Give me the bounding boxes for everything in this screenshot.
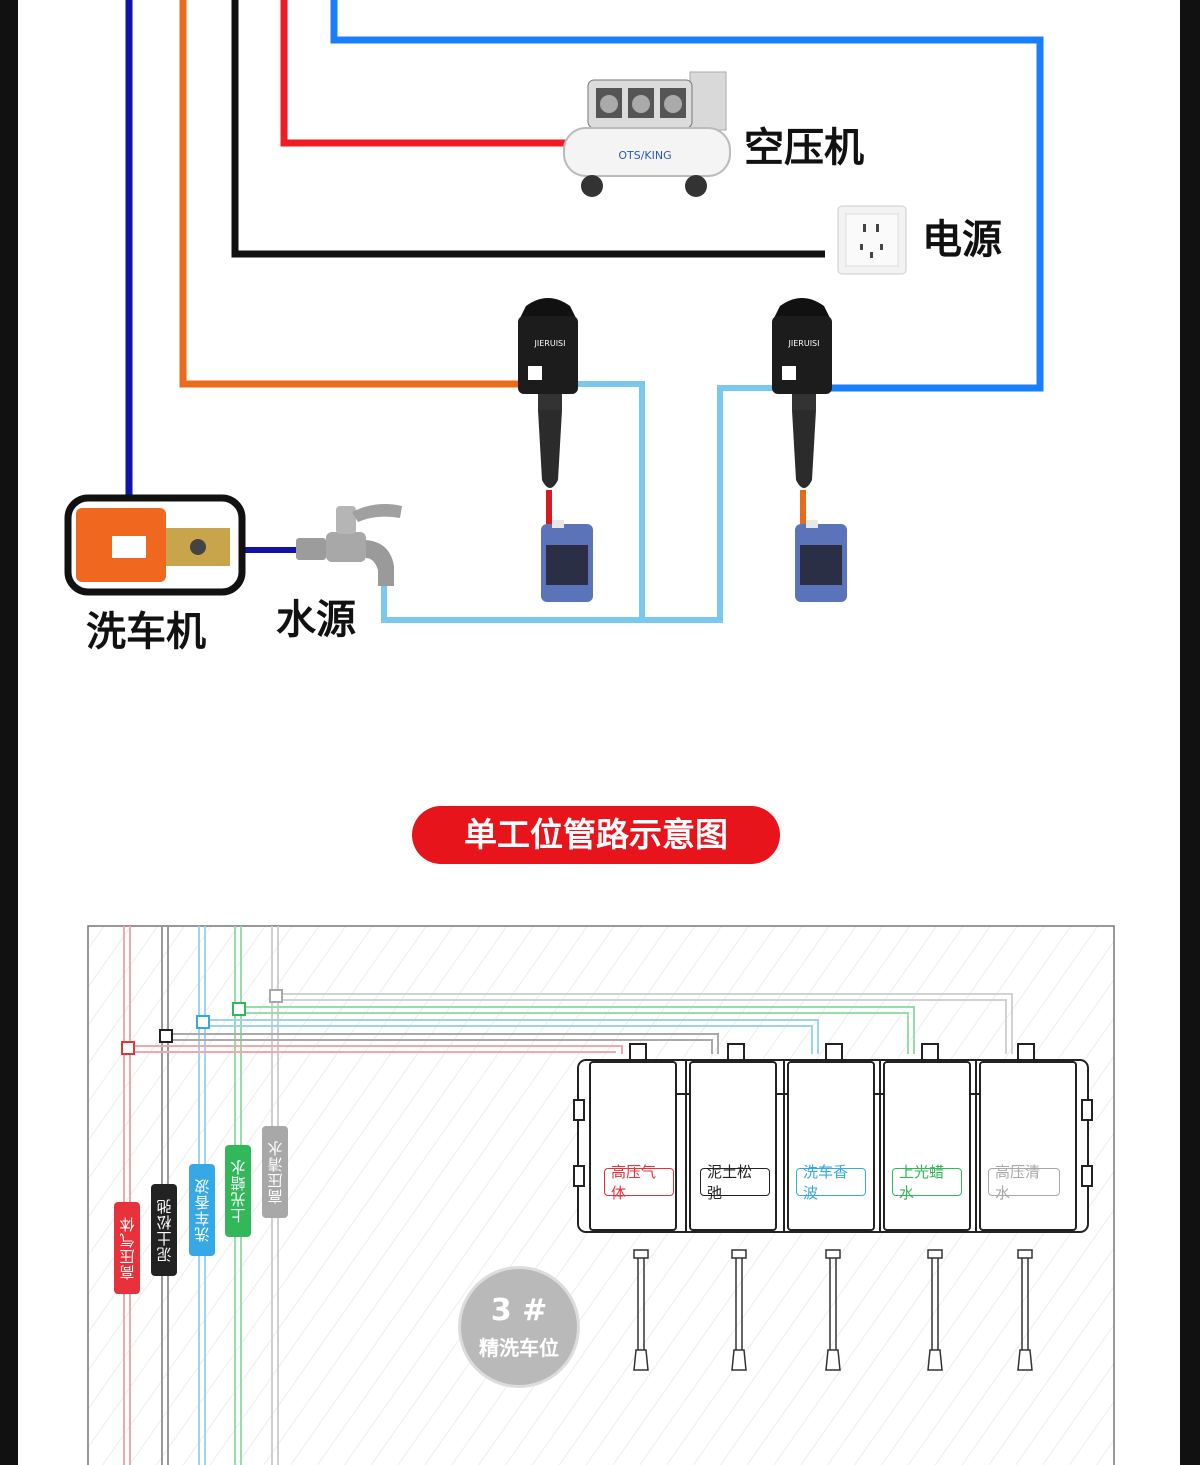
pipe-red-air (280, 0, 570, 147)
pipe-black-power (231, 0, 825, 258)
module-label-high-pressure-air: 高压气体 (604, 1163, 674, 1202)
pipe-label-dirt-loosener: 泥土松弛 (151, 1184, 177, 1276)
module-label-car-shampoo: 洗车香波 (796, 1163, 866, 1202)
pipe-light-blue-water (381, 385, 775, 623)
pipe-orange (179, 0, 520, 388)
label-air-compressor: 空压机 (744, 125, 864, 171)
label-water-source: 水源 (276, 597, 356, 643)
piping-diagram: OTS/KING JIERUISI (64, 0, 1044, 623)
label-washer: 洗车机 (86, 609, 206, 655)
module-label-dirt-loosener: 泥土松弛 (700, 1163, 770, 1202)
pipe-label-high-pressure-water: 高压清水 (262, 1126, 288, 1218)
faucet-image (296, 504, 402, 586)
module-label-polish-wax: 上光蜡水 (892, 1163, 962, 1202)
module-label-high-pressure-water: 高压清水 (988, 1163, 1060, 1202)
pipe-label-high-pressure-air: 高压气体 (114, 1202, 140, 1294)
station-badge: 3 # 精洗车位 (458, 1266, 580, 1388)
dispenser-2-brand: JIERUISI (788, 339, 820, 348)
air-compressor-image: OTS/KING (563, 71, 731, 197)
pipe-label-polish-wax: 上光蜡水 (225, 1145, 251, 1237)
pipe-bright-blue (330, 0, 1044, 392)
dispenser-rack (573, 1043, 1093, 1233)
dispenser-2-image: JIERUISI (772, 298, 847, 602)
hose-nozzles (633, 1249, 1033, 1371)
dispenser-1-image: JIERUISI (518, 298, 593, 602)
pipe-light-blue-branch (575, 381, 645, 620)
label-power: 电源 (922, 217, 1002, 263)
section-title: 单工位管路示意图 (412, 806, 780, 864)
station-number: 3 # (490, 1293, 548, 1328)
pipe-label-car-shampoo: 洗车香波 (189, 1164, 215, 1256)
power-socket-image (837, 205, 907, 275)
washer-machine-image (64, 494, 246, 596)
compressor-brand: OTS/KING (618, 149, 671, 162)
plan-pipes (121, 926, 1013, 1465)
dispenser-1-brand: JIERUISI (534, 339, 566, 348)
station-name: 精洗车位 (479, 1336, 559, 1360)
